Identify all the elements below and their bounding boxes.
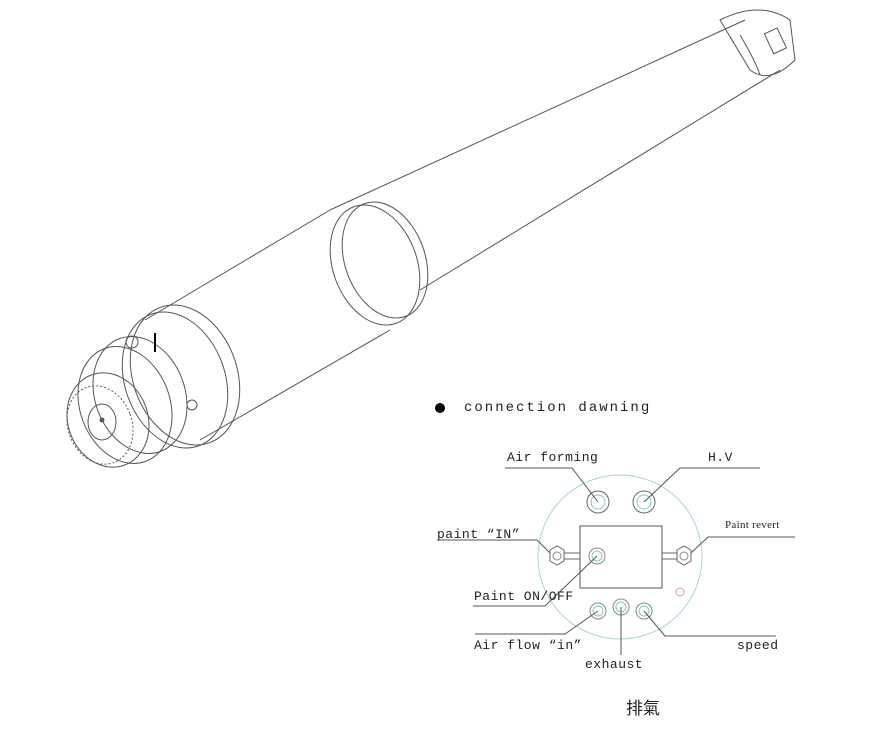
label-hv: H.V [708, 450, 733, 465]
label-paint-revert: Paint revert [725, 519, 780, 531]
section-heading: connection dawning [464, 400, 652, 416]
label-paint-onoff: Paint ON/OFF [474, 589, 574, 604]
label-air-flow-in: Air flow “in” [474, 638, 582, 653]
label-paint-in: paint “IN” [437, 527, 521, 542]
label-exhaust: exhaust [585, 657, 644, 672]
bullet-icon [435, 403, 445, 413]
label-speed: speed [737, 638, 779, 653]
label-air-forming: Air forming [507, 450, 599, 465]
caption-exhaust-chinese: 排氣 [626, 699, 660, 719]
